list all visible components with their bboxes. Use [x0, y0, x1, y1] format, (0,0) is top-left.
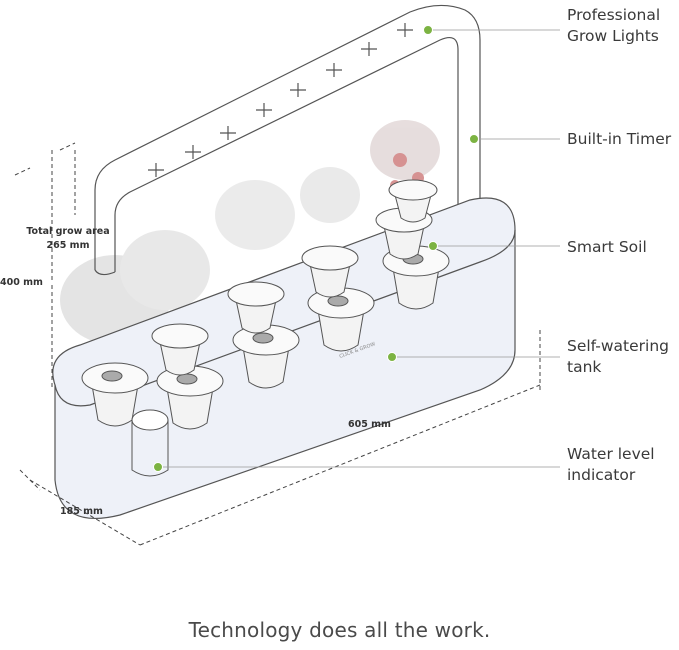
callout-smart-soil: Smart Soil: [567, 238, 647, 256]
grow-light-leds: [148, 23, 413, 177]
grow-lights-dot: [423, 25, 433, 35]
tagline: Technology does all the work.: [188, 618, 491, 642]
callout-lines: [158, 29, 560, 468]
depth-label: 185 mm: [60, 506, 103, 517]
pod: [232, 324, 300, 389]
depth-dim-line: [29, 479, 141, 546]
grow-area-label: Total grow area 265 mm: [26, 226, 110, 251]
lettuce-foliage-left2: [120, 230, 210, 310]
water-level-dot: [153, 462, 163, 472]
timer-dot: [469, 134, 479, 144]
tank-dot: [387, 352, 397, 362]
length-label: 605 mm: [348, 419, 391, 430]
callout-tank: Self-watering tank: [567, 337, 670, 376]
pod: [227, 281, 285, 334]
pod: [156, 365, 224, 430]
pod: [151, 323, 209, 376]
basil-foliage: [215, 180, 295, 250]
length-dim-line: [139, 384, 541, 546]
lamp-arm: [94, 4, 481, 276]
soil-pods: [81, 179, 450, 430]
height-label: 400 mm: [0, 277, 43, 288]
herb-foliage-mid: [300, 167, 360, 223]
tomato-foliage: [370, 120, 440, 180]
pod: [301, 245, 359, 298]
callout-grow-lights: Professional Grow Lights: [567, 6, 661, 45]
callout-timer: Built-in Timer: [567, 130, 672, 148]
dimension-lines: [14, 142, 541, 546]
tomato-fruit-1: [393, 153, 407, 167]
callout-dots: [153, 25, 479, 472]
pod: [388, 179, 438, 223]
callout-water-level: Water level indicator: [567, 445, 655, 484]
water-level-tube: [131, 409, 169, 477]
smart-soil-dot: [428, 241, 438, 251]
